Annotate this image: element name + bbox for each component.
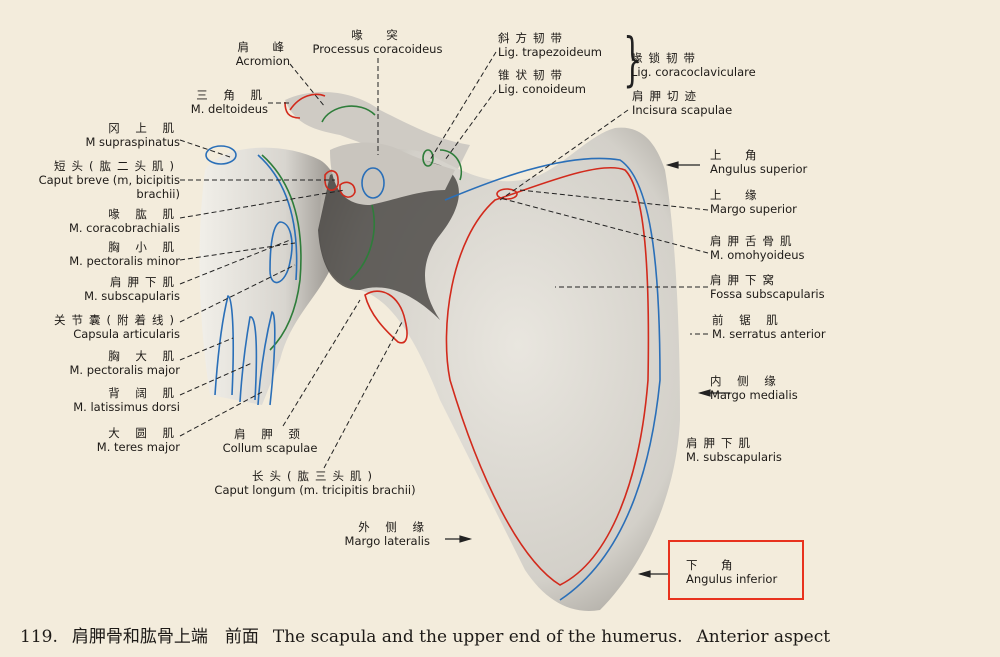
brace: }	[623, 25, 642, 93]
label-capsula-articularis: 关节囊(附着线)Capsula articularis	[30, 313, 180, 341]
label-m-subscapularis-right-en: M. subscapularis	[686, 450, 782, 464]
label-capsula-articularis-en: Capsula articularis	[73, 327, 180, 341]
label-m-latissimus-dorsi-zh: 背 阔 肌	[108, 386, 180, 400]
label-lig-trapezoideum-en: Lig. trapezoideum	[498, 45, 603, 59]
figure-number: 119.	[20, 627, 58, 647]
label-margo-medialis-zh: 内 侧 缘	[710, 374, 782, 388]
label-caput-longum-en: Caput longum (m. tricipitis brachii)	[214, 483, 416, 497]
label-margo-superior-en: Margo superior	[710, 202, 797, 216]
label-capsula-articularis-zh: 关节囊(附着线)	[54, 313, 180, 327]
label-collum-scapulae-zh: 肩 胛 颈	[234, 427, 306, 441]
label-margo-lateralis-en: Margo lateralis	[344, 534, 430, 548]
label-acromion-zh: 肩 峰	[237, 40, 290, 54]
label-m-serratus-anterior-en: M. serratus anterior	[712, 327, 826, 341]
label-lig-trapezoideum-zh: 斜方韧带	[498, 31, 568, 45]
label-margo-medialis-en: Margo medialis	[710, 388, 798, 402]
label-caput-breve-zh: 短头(肱二头肌)	[54, 159, 180, 173]
label-lig-conoideum-zh: 锥状韧带	[498, 68, 568, 82]
label-angulus-superior-zh: 上 角	[710, 148, 763, 162]
label-angulus-inferior-en: Angulus inferior	[686, 572, 778, 586]
label-caput-breve-en2: brachii)	[136, 187, 180, 201]
label-m-omohyoideus-zh: 肩胛舌骨肌	[710, 234, 798, 248]
label-m-omohyoideus-en: M. omohyoideus	[710, 248, 805, 262]
label-collum-scapulae-en: Collum scapulae	[222, 441, 318, 455]
label-fossa-subscapularis-zh: 肩胛下窝	[710, 273, 780, 287]
label-incisura-scapulae-en: Incisura scapulae	[632, 103, 733, 117]
figure-title-zh: 肩胛骨和肱骨上端 前面	[71, 627, 259, 647]
arrows	[445, 161, 730, 578]
label-m-teres-major-zh: 大 圆 肌	[108, 426, 180, 440]
label-lig-coracoclaviculare-en: Lig. coracoclaviculare	[631, 65, 756, 79]
label-fossa-subscapularis-en: Fossa subscapularis	[710, 287, 825, 301]
label-m-pectoralis-minor-en: M. pectoralis minor	[69, 254, 180, 268]
figure-title-en: The scapula and the upper end of the hum…	[272, 627, 683, 647]
label-caput-longum: 长头(肱三头肌)Caput longum (m. tricipitis brac…	[195, 469, 435, 497]
label-m-latissimus-dorsi-en: M. latissimus dorsi	[73, 400, 180, 414]
label-m-deltoideus-en: M. deltoideus	[190, 102, 268, 116]
label-m-pectoralis-major-zh: 胸 大 肌	[108, 349, 180, 363]
label-m-subscapularis-right-zh: 肩胛下肌	[686, 436, 756, 450]
label-m-pectoralis-minor-zh: 胸 小 肌	[108, 240, 180, 254]
label-incisura-scapulae-zh: 肩胛切迹	[632, 89, 702, 103]
label-m-coracobrachialis-en: M. coracobrachialis	[68, 221, 180, 235]
highlight-box-angulus-inferior	[668, 540, 804, 600]
figure-caption: 119. 肩胛骨和肱骨上端 前面 The scapula and the upper…	[20, 622, 844, 647]
label-m-serratus-anterior-zh: 前 锯 肌	[712, 313, 784, 327]
label-processus-coracoideus-zh: 喙 突	[351, 28, 404, 42]
figure-aspect-en: Anterior aspect	[696, 627, 831, 647]
label-caput-longum-zh: 长头(肱三头肌)	[252, 469, 378, 483]
label-angulus-superior-en: Angulus superior	[710, 162, 808, 176]
label-margo-superior-zh: 上 缘	[710, 188, 763, 202]
label-m-deltoideus-zh: 三 角 肌	[196, 88, 268, 102]
label-caput-breve-en: Caput breve (m, bicipitis	[38, 173, 180, 187]
label-processus-coracoideus-en: Processus coracoideus	[312, 42, 443, 56]
label-m-supraspinatus-zh: 冈 上 肌	[108, 121, 180, 135]
label-m-supraspinatus-en: M supraspinatus	[85, 135, 180, 149]
label-m-subscapularis-left-en: M. subscapularis	[84, 289, 180, 303]
label-lig-coracoclaviculare-zh: 喙锁韧带	[631, 51, 701, 65]
label-margo-lateralis-zh: 外 侧 缘	[358, 520, 430, 534]
coracoid-process	[330, 142, 455, 205]
label-m-pectoralis-major-en: M. pectoralis major	[69, 363, 181, 377]
label-m-coracobrachialis-zh: 喙 肱 肌	[108, 207, 180, 221]
label-angulus-inferior-zh: 下 角	[686, 558, 739, 572]
label-lig-conoideum-en: Lig. conoideum	[498, 82, 586, 96]
label-acromion-en: Acromion	[235, 54, 290, 68]
label-m-subscapularis-left-zh: 肩胛下肌	[110, 275, 180, 289]
label-m-teres-major-en: M. teres major	[96, 440, 180, 454]
